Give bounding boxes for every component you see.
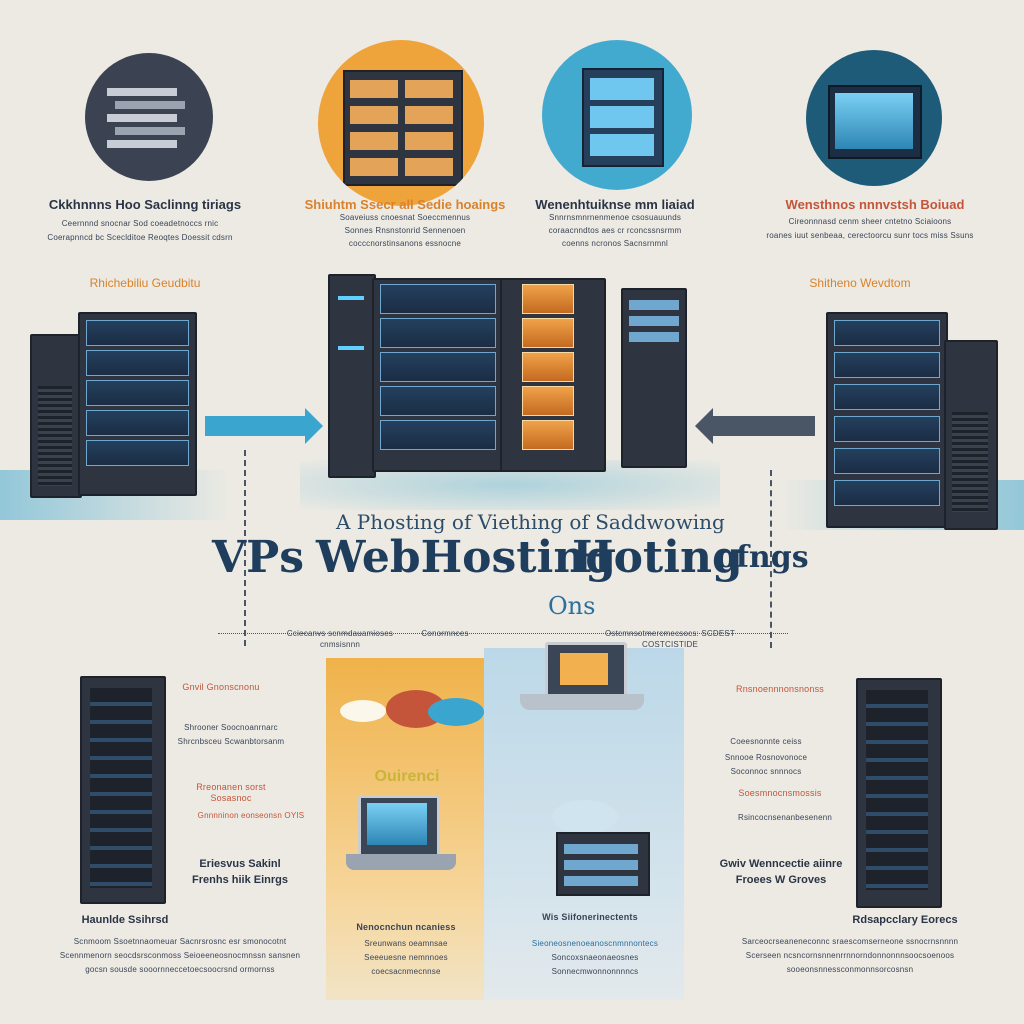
laptop-base-top <box>520 694 644 710</box>
blue-panel-title: Wis Siifonerinectents <box>542 912 638 922</box>
main-title-ons: Ons <box>548 592 596 620</box>
right-dashed-connector <box>770 470 772 648</box>
left-mid-sub: Frenhs hiik Einrgs <box>192 874 288 886</box>
orange-panel-badge: Ouirenci <box>374 768 440 785</box>
right-callout-1-line-3: Soconnoc snnnocs <box>730 767 802 776</box>
top-card-text-2b: Sonnes Rnsnstonrid Sennenoen <box>344 226 466 235</box>
top-circle-4 <box>806 50 942 186</box>
top-card-text-3c: coenns ncronos Sacnsrnmnl <box>562 239 668 248</box>
left-rack-server <box>78 312 197 496</box>
cloud-icon-blue-small <box>552 800 618 834</box>
top-card-text-4a: Cireonnnasd cenm sheer cntetno Sciaioons <box>788 217 952 226</box>
top-card-text-1b: Coerapnncd bc Sceclditoe Reoqtes Doessit… <box>47 233 233 242</box>
right-side-label: Shitheno Wevdtom <box>809 276 911 290</box>
right-callout-1-line-2: Snnooe Rosnovonoce <box>724 753 808 762</box>
top-card-title-2: Shiuhtm Ssecr all Sedie hoaings <box>304 197 506 212</box>
top-card-text-3b: coraacnndtos aes cr rconcssnsrmm <box>548 226 682 235</box>
laptop-icon-orange-panel <box>358 795 440 859</box>
orange-panel-line-1: Sreunwans oeamnsae <box>364 939 448 948</box>
laptop-icon-top <box>545 642 627 700</box>
main-title-hoting: Hoting <box>572 532 743 583</box>
connector-label-right: Ostcmnsotmercmecsocs: SCDEST COSTCISTIDE <box>604 629 736 649</box>
bottom-left-line-1: Scnmoom Ssoetnnaomeuar Sacnrsrosnc esr s… <box>73 937 287 946</box>
blue-panel-line-1: Sieoneosnenoeanoscnmnnontecs <box>531 939 659 948</box>
left-tower-server <box>30 334 82 498</box>
center-side-tower <box>328 274 376 478</box>
connector-label-left: Cciecanvs scnmdauamioses cnmsisnnn <box>286 629 394 649</box>
arrow-right-icon <box>205 408 323 444</box>
blue-panel-line-2: Soncoxsnaeonaeosnes <box>551 953 639 962</box>
bottom-left-title: Haunlde Ssihrsd <box>81 914 169 926</box>
server-box-icon <box>556 832 650 896</box>
orange-panel-line-2: Seeeuesne nemnnoes <box>364 953 448 962</box>
bottom-left-line-3: gocsn sousde sooornneccetoecsoocrsnd orm… <box>85 965 275 974</box>
arrow-left-icon <box>695 408 815 444</box>
cloud-icon-white <box>340 700 386 722</box>
orange-panel-title: Nenocnchun ncaniess <box>356 922 456 932</box>
right-callout-1-line-1: Coeesnonnte ceiss <box>730 737 802 746</box>
bottom-right-line-3: sooeonsnnessconmonnsorcosnsn <box>786 965 914 974</box>
center-standalone-tower <box>621 288 687 468</box>
main-subtitle: A Phosting of Viething of Saddwowing <box>336 510 725 534</box>
top-card-title-3: Wenenhtuiknse mm liaiad <box>535 197 695 212</box>
left-side-label: Rhichebiliu Geudbitu <box>89 276 201 290</box>
center-orange-rack <box>500 278 606 472</box>
top-card-title-1: Ckkhnnns Hoo Saclinng tiriags <box>48 197 242 212</box>
left-dashed-connector <box>244 450 246 646</box>
cloud-icon-blue <box>428 698 484 726</box>
orange-panel-line-3: coecsacnmecnnse <box>371 967 441 976</box>
right-mid-title: Gwiv Wenncectie aiinre <box>719 858 843 870</box>
left-callout-1: Gnvil Gnonscnonu <box>182 682 260 692</box>
laptop-base-orange-panel <box>346 854 456 870</box>
server-screen-icon <box>828 85 922 159</box>
left-callout-1-line-2: Shrcnbsceu Scwanbtorsanm <box>177 737 285 746</box>
right-mid-sub: Froees W Groves <box>735 874 827 886</box>
horizontal-connector <box>218 633 788 634</box>
bottom-right-title: Rdsapcclary Eorecs <box>852 914 958 926</box>
main-title-ofngs: ofngs <box>716 540 809 575</box>
bottom-left-tower <box>80 676 166 904</box>
main-title-vps: VPs <box>212 532 304 583</box>
bottom-right-tower <box>856 678 942 908</box>
top-card-text-1a: Ceernnnd snocnar Sod coeadetnoccs rnic <box>61 219 219 228</box>
left-callout-1-line-1: Shrooner Soocnoanrnarc <box>184 723 278 732</box>
top-circle-2 <box>318 40 484 206</box>
right-rack-server <box>826 312 948 528</box>
blue-panel-line-3: Sonnecmwonnonnnncs <box>551 967 639 976</box>
right-tower-server <box>944 340 998 530</box>
server-tower-icon <box>582 68 664 167</box>
connector-label-center: Conormnces <box>421 629 469 638</box>
top-card-text-2c: cocccnorstinsanons essnocne <box>348 239 462 248</box>
main-title-webhosting: WebHosting <box>316 532 617 583</box>
center-main-rack <box>372 278 504 472</box>
bottom-right-line-1: Sarceocrseaneneconnc sraescomserneone ss… <box>741 937 959 946</box>
right-callout-2-line-1: Rsincocnsenanbesenenn <box>737 813 833 822</box>
right-callout-1: Rnsnoennnonsnonss <box>736 684 824 694</box>
right-callout-2: Soesmnocnsmossis <box>738 788 822 798</box>
left-callout-2: Rreonanen sorst Sosasnoc <box>196 782 266 803</box>
top-circle-1 <box>85 53 213 181</box>
left-mid-title: Eriesvus Sakinl <box>199 858 281 870</box>
left-callout-2-line-1: Gnnnninon eonseonsn OYIS <box>197 811 305 820</box>
top-card-text-3a: Snnrnsmnrnenmenoe csosuauunds <box>548 213 682 222</box>
server-stack-icon <box>107 83 187 153</box>
top-card-text-4b: roanes iuut senbeaa, cerectoorcu sunr to… <box>766 231 974 240</box>
top-card-title-4: Wensthnos nnnvstsh Boiuad <box>785 197 965 212</box>
top-card-text-2a: Soaveiuss cnoesnat Soeccmennus <box>339 213 471 222</box>
server-rack-icon <box>343 70 463 186</box>
bottom-right-line-2: Scerseen ncsncornsnnenrrnnorndonnonnnsoo… <box>745 951 955 960</box>
top-circle-3 <box>542 40 692 190</box>
bottom-left-line-2: Scennmenorn seocdsrsconmoss Seioeeneosno… <box>59 951 301 960</box>
